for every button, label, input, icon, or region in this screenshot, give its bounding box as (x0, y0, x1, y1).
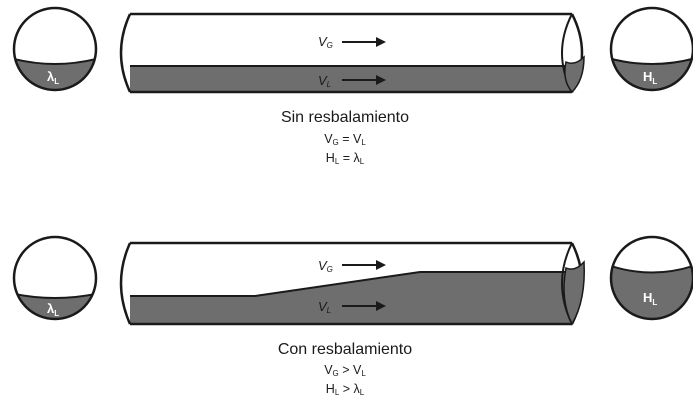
no-slip-section: λL VG VL (12, 6, 693, 166)
no-slip-left-cross-section: λL (12, 6, 98, 92)
arrow-right-icon (376, 260, 386, 270)
svg-text:VL: VL (318, 73, 331, 89)
no-slip-holdup-label: HL (643, 69, 657, 86)
slip-equation-holdup: HL > λL (326, 382, 365, 397)
no-slip-title: Sin resbalamiento (281, 109, 409, 126)
no-slip-right-cross-section: HL (609, 6, 693, 92)
no-slip-gas-velocity: VG (318, 34, 386, 50)
slip-left-cross-section: λL (12, 235, 98, 321)
no-slip-equation-holdup: HL = λL (326, 151, 365, 166)
slip-lambda-label: λL (47, 301, 59, 318)
slip-equation-velocity: VG > VL (324, 363, 366, 378)
slip-right-cross-section: HL (609, 235, 693, 321)
svg-text:VG: VG (318, 258, 333, 274)
no-slip-lambda-label: λL (47, 69, 59, 86)
slip-liquid-velocity: VL (318, 299, 386, 315)
arrow-right-icon (376, 75, 386, 85)
slip-section: λL VG VL (12, 235, 693, 397)
svg-text:VG: VG (318, 34, 333, 50)
slip-pipe (119, 241, 585, 326)
no-slip-liquid-velocity: VL (318, 73, 386, 89)
slip-holdup-label: HL (643, 290, 657, 307)
slip-title: Con resbalamiento (278, 341, 412, 358)
no-slip-equation-velocity: VG = VL (324, 132, 366, 147)
svg-text:VL: VL (318, 299, 331, 315)
arrow-right-icon (376, 301, 386, 311)
arrow-right-icon (376, 37, 386, 47)
slip-gas-velocity: VG (318, 258, 386, 274)
